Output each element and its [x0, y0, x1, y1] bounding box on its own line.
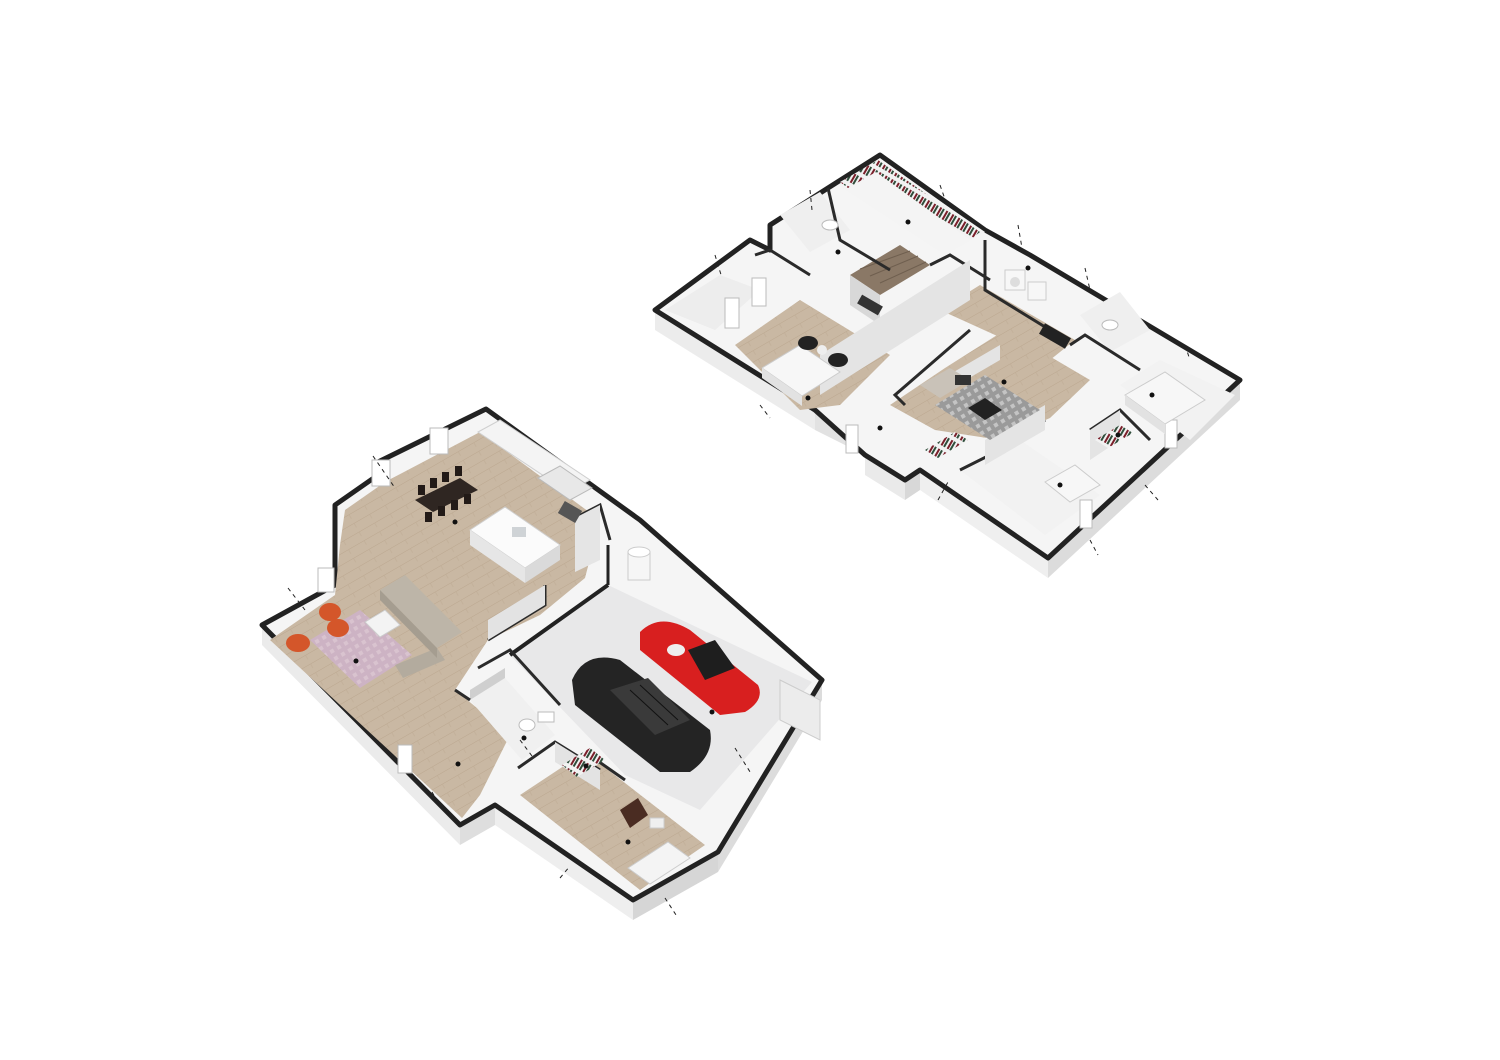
walk-in-closet	[838, 160, 985, 255]
bed-east	[1124, 371, 1206, 434]
loft-coffee-table	[968, 398, 1002, 420]
ground-level-dimension-lines	[287, 455, 753, 919]
upper-den-floor	[665, 275, 760, 330]
room-markers	[353, 519, 715, 845]
bed-south	[1044, 464, 1101, 503]
upper-closet-clothes	[925, 432, 968, 458]
bedroom-armchairs	[798, 336, 848, 367]
upper-level	[652, 152, 1243, 578]
black-suv	[572, 657, 711, 772]
loft-sofa	[920, 368, 971, 398]
kitchen-counters	[477, 419, 593, 524]
red-convertible-car	[640, 621, 760, 715]
upper-level-interior-walls	[754, 187, 1152, 472]
sectional-sofa	[380, 575, 462, 678]
loft-tv	[1039, 323, 1071, 349]
armchairs	[286, 603, 349, 652]
coffee-table	[364, 609, 401, 638]
toilet	[518, 718, 536, 732]
upper-bath-1	[780, 192, 850, 252]
dining-table	[415, 466, 478, 522]
bedroom-south-floor	[960, 440, 1100, 535]
daybed	[627, 841, 691, 885]
master-bed	[761, 344, 841, 406]
half-bath-floor	[470, 678, 555, 760]
recliner	[620, 798, 648, 828]
upper-level-dimension-lines	[714, 184, 1191, 556]
ground-level-windows	[317, 427, 449, 774]
upper-hall-floor	[940, 285, 1075, 360]
ground-level	[259, 406, 825, 920]
washer-dryer	[1004, 269, 1047, 301]
water-heater	[627, 546, 651, 581]
upper-closet-clothes-2	[1095, 425, 1133, 448]
tv-stand	[857, 294, 883, 316]
upper-room-markers	[805, 219, 1155, 488]
closet-clothes	[562, 748, 605, 777]
bath-sink	[537, 711, 555, 723]
kitchen-island	[469, 506, 561, 583]
